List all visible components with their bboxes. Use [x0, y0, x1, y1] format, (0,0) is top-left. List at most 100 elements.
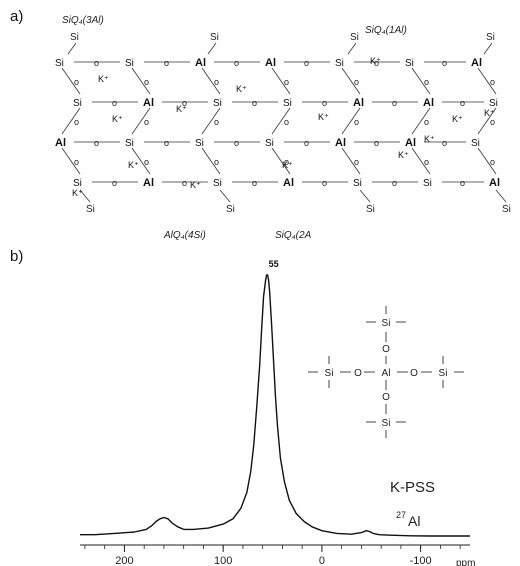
bond — [411, 67, 431, 95]
oxygen-label: o — [424, 77, 429, 87]
oxygen-label: o — [354, 157, 359, 167]
sample-label: K-PSS — [390, 479, 435, 496]
potassium-ion: K⁺ — [282, 160, 293, 170]
bond — [477, 147, 497, 175]
oxygen-label: o — [304, 138, 309, 148]
oxygen-label: o — [144, 117, 149, 127]
bond — [61, 107, 81, 135]
bond — [411, 147, 431, 175]
bond — [477, 107, 497, 135]
oxygen-label: o — [74, 157, 79, 167]
panel-a-label: a) — [10, 8, 24, 25]
oxygen-label: o — [252, 98, 257, 108]
bond — [207, 42, 217, 55]
bond — [131, 147, 151, 175]
oxygen-label: o — [460, 98, 465, 108]
inset-si-bottom: Si — [382, 418, 391, 429]
oxygen-label: o — [234, 58, 239, 68]
atom-si: Si — [55, 58, 64, 69]
potassium-ion: K⁺ — [398, 150, 409, 160]
potassium-ion: K⁺ — [98, 74, 109, 84]
oxygen-label: o — [144, 77, 149, 87]
label-siq4-3al: SiQ₄(3Al) — [62, 15, 104, 26]
oxygen-label: o — [284, 77, 289, 87]
oxygen-label: o — [182, 98, 187, 108]
oxygen-label: o — [460, 178, 465, 188]
atom-al: Al — [265, 57, 276, 69]
atom-si: Si — [335, 58, 344, 69]
potassium-ion: K⁺ — [452, 114, 463, 124]
x-tick-label: 100 — [214, 555, 232, 566]
atom-si: Si — [125, 58, 134, 69]
inset-al: Al — [382, 368, 391, 379]
bond — [61, 147, 81, 175]
atom-si: Si — [502, 204, 511, 215]
atom-si: Si — [210, 32, 219, 43]
atom-al: Al — [283, 177, 294, 189]
oxygen-label: o — [164, 58, 169, 68]
atom-al: Al — [489, 177, 500, 189]
oxygen-label: o — [182, 178, 187, 188]
oxygen-label: o — [214, 77, 219, 87]
panel-b-label: b) — [10, 248, 24, 265]
oxygen-label: o — [112, 178, 117, 188]
atom-si: Si — [366, 204, 375, 215]
oxygen-label: o — [284, 157, 289, 167]
atom-si: Si — [73, 178, 82, 189]
inset-si-top: Si — [382, 318, 391, 329]
bond — [495, 189, 507, 203]
oxygen-label: o — [94, 58, 99, 68]
oxygen-label: o — [252, 178, 257, 188]
spectrum-line — [80, 274, 470, 537]
bond — [341, 67, 361, 95]
oxygen-label: o — [424, 117, 429, 127]
oxygen-label: o — [490, 117, 495, 127]
atom-si: Si — [265, 138, 274, 149]
atom-si: Si — [195, 138, 204, 149]
atom-si: Si — [353, 178, 362, 189]
oxygen-label: o — [442, 58, 447, 68]
bond — [79, 189, 91, 203]
bond — [131, 67, 151, 95]
potassium-ion: K⁺ — [72, 188, 83, 198]
potassium-ion: K⁺ — [424, 134, 435, 144]
inset-o-bottom: O — [382, 392, 390, 403]
oxygen-label: o — [164, 138, 169, 148]
potassium-ion: K⁺ — [176, 104, 187, 114]
atom-si: Si — [73, 98, 82, 109]
bond — [359, 189, 371, 203]
bond — [341, 147, 361, 175]
atom-si: Si — [471, 138, 480, 149]
bond — [477, 67, 497, 95]
nucleus-symbol-label: Al — [408, 513, 420, 529]
atom-si: Si — [213, 98, 222, 109]
bond — [201, 147, 221, 175]
nucleus-mass-label: 27 — [396, 510, 406, 520]
bond — [61, 67, 81, 95]
oxygen-label: o — [374, 138, 379, 148]
bond — [483, 42, 493, 55]
oxygen-label: o — [392, 98, 397, 108]
atom-si: Si — [423, 178, 432, 189]
bond — [201, 107, 221, 135]
atom-si: Si — [489, 98, 498, 109]
atom-si: Si — [405, 58, 414, 69]
atom-si: Si — [86, 204, 95, 215]
potassium-ion: K⁺ — [112, 114, 123, 124]
bond — [341, 107, 361, 135]
atom-al: Al — [335, 137, 346, 149]
label-siq4-2a: SiQ₄(2A — [275, 230, 312, 241]
bond — [347, 42, 357, 55]
x-tick-label: -100 — [410, 555, 432, 566]
oxygen-label: o — [304, 58, 309, 68]
oxygen-label: o — [214, 117, 219, 127]
bond — [201, 67, 221, 95]
oxygen-label: o — [392, 178, 397, 188]
oxygen-label: o — [74, 117, 79, 127]
atom-al: Al — [195, 57, 206, 69]
oxygen-label: o — [424, 157, 429, 167]
atom-al: Al — [423, 97, 434, 109]
oxygen-label: o — [112, 98, 117, 108]
